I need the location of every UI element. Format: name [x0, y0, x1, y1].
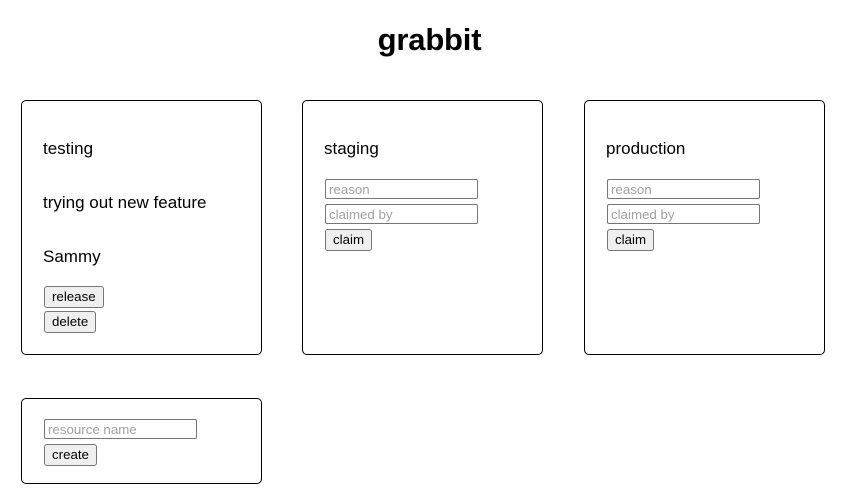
resource-reason-testing: trying out new feature — [43, 193, 207, 212]
resource-card-testing: testing trying out new feature Sammy rel… — [21, 100, 262, 355]
claimed-by-input-production[interactable] — [607, 204, 760, 224]
create-button[interactable]: create — [44, 444, 97, 466]
claim-button-production[interactable]: claim — [607, 229, 655, 251]
resource-name-staging: staging — [324, 139, 379, 158]
resource-claimed-by-testing: Sammy — [43, 247, 101, 266]
reason-input-production[interactable] — [607, 179, 760, 199]
release-button-testing[interactable]: release — [44, 286, 104, 308]
delete-button-testing[interactable]: delete — [44, 311, 97, 333]
resource-card-production: production claim — [584, 100, 825, 355]
resource-card-staging: staging claim — [302, 100, 543, 355]
resource-name-testing: testing — [43, 139, 94, 158]
resource-name-production: production — [606, 139, 686, 158]
claim-button-staging[interactable]: claim — [325, 229, 373, 251]
resource-name-input[interactable] — [44, 419, 197, 439]
claimed-by-input-staging[interactable] — [325, 204, 478, 224]
page-title: grabbit — [377, 22, 482, 57]
create-resource-card: create — [21, 398, 262, 484]
reason-input-staging[interactable] — [325, 179, 478, 199]
